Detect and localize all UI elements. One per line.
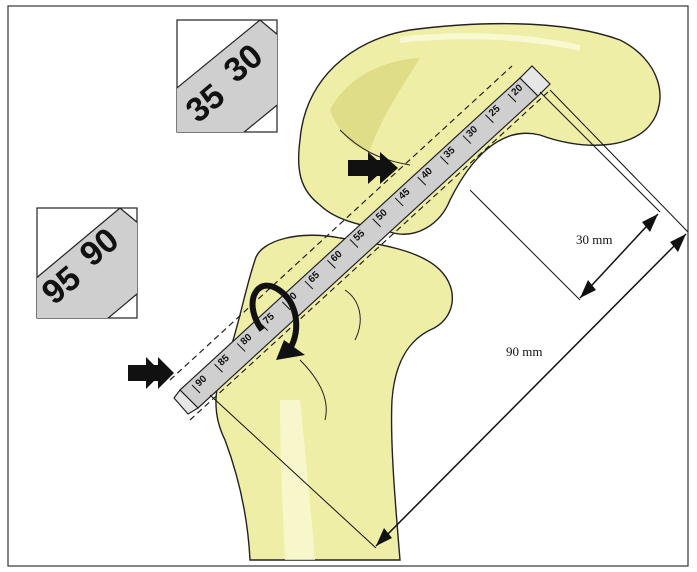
tibia-body [216,235,452,560]
dimension-30mm-label: 30 mm [576,232,612,247]
inset-top: 30 35 [150,20,320,160]
push-arrow-lower [128,357,174,389]
tibia [216,235,452,560]
inset-left: 90 95 [10,208,180,350]
dimension-90mm-label: 90 mm [506,344,542,359]
